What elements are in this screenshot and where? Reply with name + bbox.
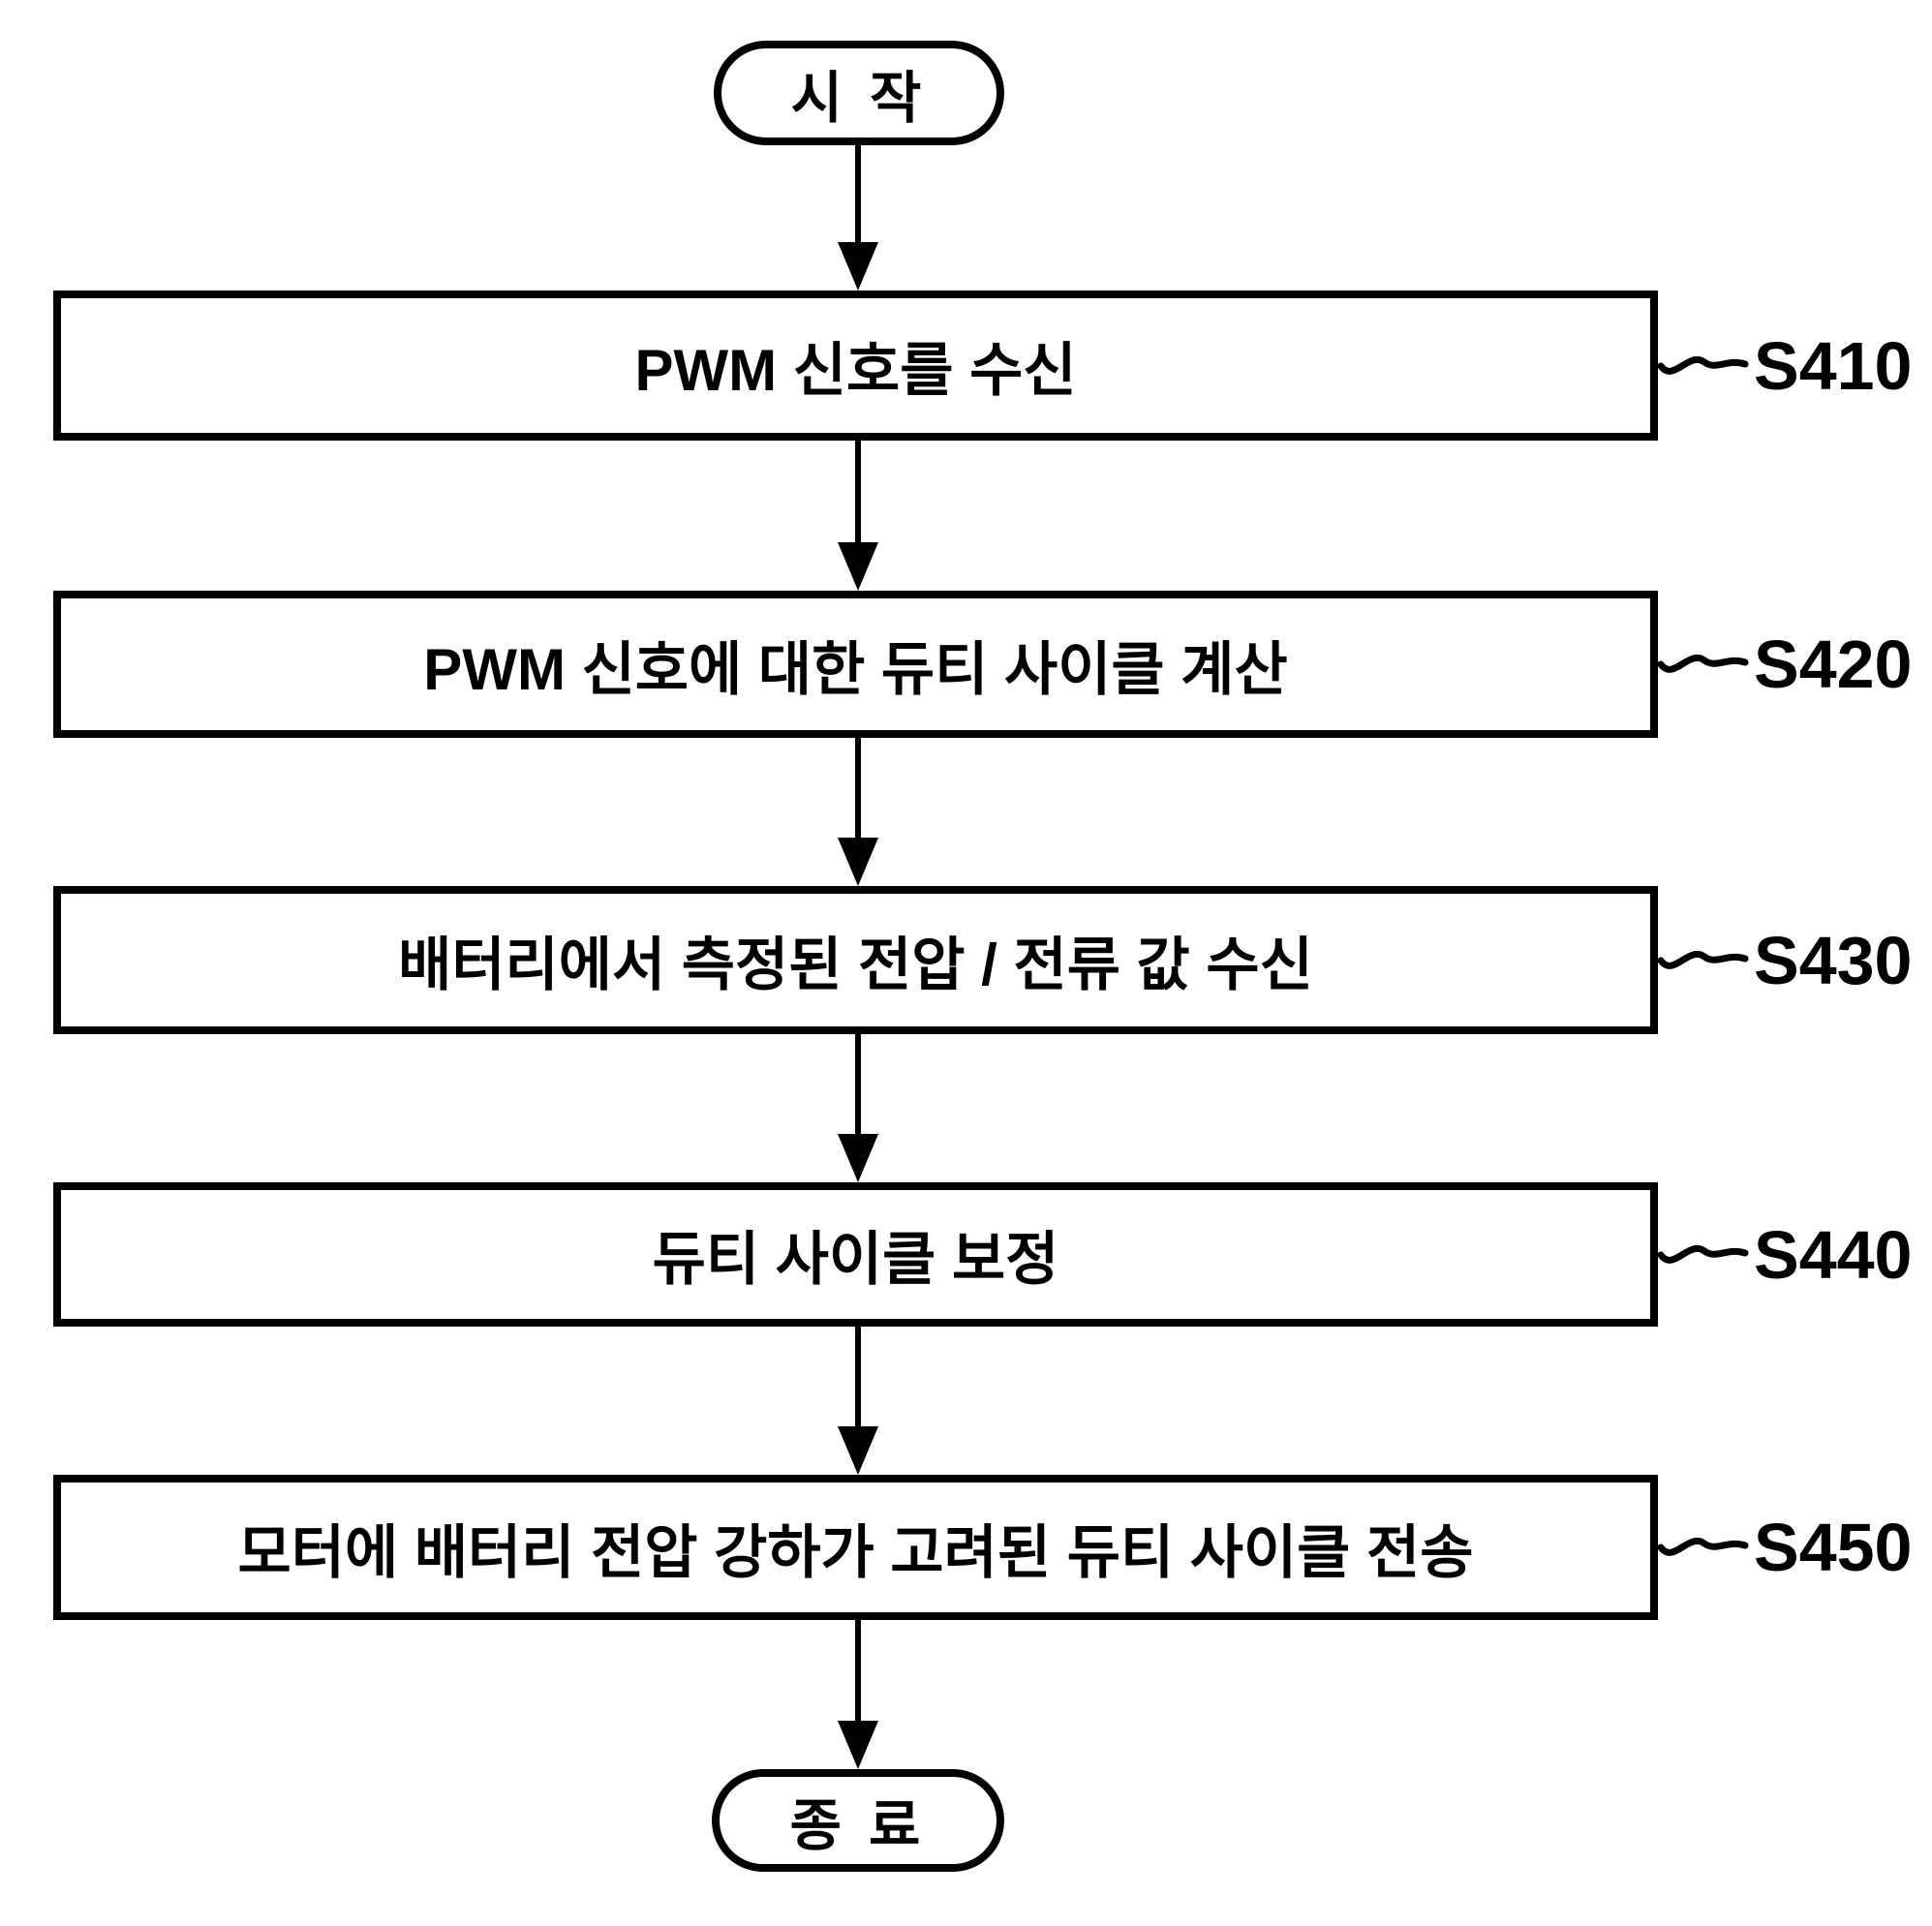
step-ref-label: S440: [1754, 1216, 1913, 1293]
process-box-label: 모터에 배터리 전압 강하가 고려된 듀티 사이클 전송: [237, 1519, 1474, 1585]
process-box-receive-pwm-signal: PWM 신호를 수신: [53, 290, 1658, 441]
process-box-label: 배터리에서 측정된 전압 / 전류 값 수신: [398, 932, 1313, 997]
flow-arrow-down-icon: [838, 1034, 878, 1182]
process-box-label: PWM 신호에 대한 듀티 사이클 계산: [423, 636, 1288, 702]
step-ref-label: S420: [1754, 627, 1913, 702]
wavy-connector-icon: [1658, 1538, 1749, 1556]
end-terminal: 종 료: [712, 1769, 1004, 1872]
flow-arrow-down-icon: [838, 738, 878, 886]
step-ref-label: S450: [1754, 1510, 1913, 1585]
wavy-connector-icon: [1658, 1244, 1749, 1264]
end-terminal-label: 종 료: [789, 1794, 927, 1857]
flow-arrow-down-icon: [838, 441, 878, 591]
step-ref-s450: S450: [1658, 1475, 1932, 1620]
process-box-receive-voltage-current: 배터리에서 측정된 전압 / 전류 값 수신: [53, 886, 1658, 1034]
flow-arrow-down-icon: [838, 145, 878, 290]
process-box-label: PWM 신호를 수신: [634, 338, 1077, 403]
wavy-connector-icon: [1658, 950, 1749, 969]
process-box-calculate-duty-cycle: PWM 신호에 대한 듀티 사이클 계산: [53, 591, 1658, 738]
wavy-connector-icon: [1658, 655, 1749, 673]
step-ref-s420: S420: [1658, 591, 1932, 738]
process-box-transmit-duty-cycle: 모터에 배터리 전압 강하가 고려된 듀티 사이클 전송: [53, 1475, 1658, 1620]
start-terminal: 시 작: [714, 41, 1004, 145]
process-box-correct-duty-cycle: 듀티 사이클 보정: [53, 1182, 1658, 1327]
flow-arrow-down-icon: [838, 1327, 878, 1475]
step-ref-label: S430: [1754, 922, 1913, 998]
step-ref-s440: S440: [1658, 1182, 1932, 1327]
process-box-label: 듀티 사이클 보정: [652, 1227, 1059, 1292]
step-ref-label: S410: [1754, 327, 1913, 404]
step-ref-s410: S410: [1658, 290, 1932, 441]
start-terminal-label: 시 작: [790, 67, 928, 130]
wavy-connector-icon: [1658, 355, 1749, 375]
flow-arrow-down-icon: [838, 1620, 878, 1769]
step-ref-s430: S430: [1658, 886, 1932, 1034]
